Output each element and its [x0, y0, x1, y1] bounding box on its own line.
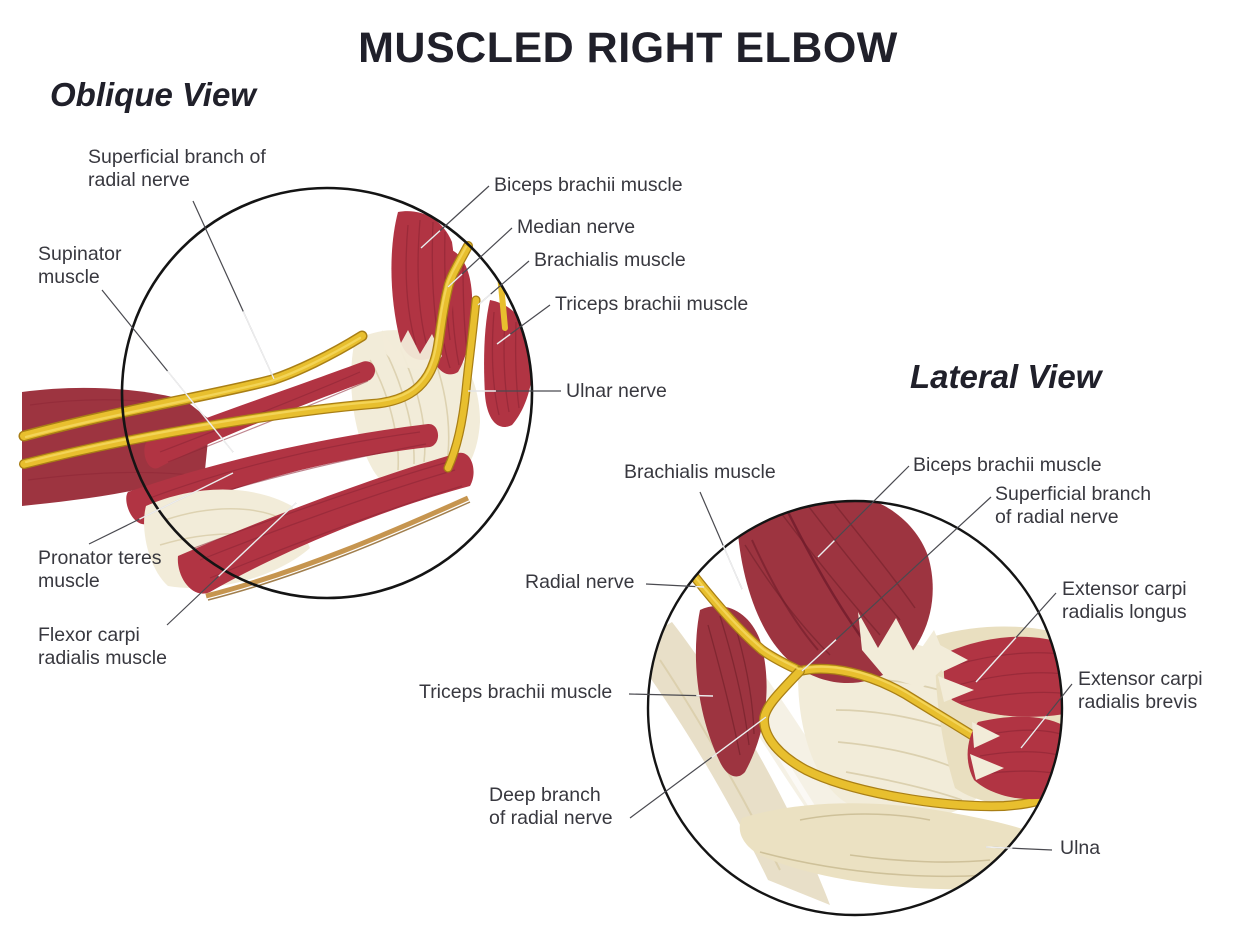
label-line: muscle: [38, 266, 100, 288]
oblique-flexor-carpi-radialis-muscle: [177, 452, 474, 594]
label-line: Extensor carpi: [1078, 668, 1203, 690]
label-line: Triceps brachii muscle: [419, 681, 613, 703]
lateral-label-ulna: Ulna: [1060, 837, 1100, 860]
label-line: Ulna: [1060, 837, 1101, 859]
label-line: Ulnar nerve: [566, 380, 667, 402]
label-line: Flexor carpi: [38, 624, 140, 646]
lateral-deep-branch: [760, 667, 1062, 810]
label-line: muscle: [38, 570, 100, 592]
lateral-label-biceps-brachii-muscle: Biceps brachii muscle: [913, 454, 1102, 477]
lateral-extensor-longus-muscle: [943, 636, 1062, 717]
oblique-label-biceps-brachii-muscle: Biceps brachii muscle: [494, 174, 683, 197]
label-line: Radial nerve: [525, 571, 635, 593]
lateral-view-photo: [646, 499, 1064, 917]
label-line: of radial nerve: [995, 506, 1119, 528]
oblique-nerves: [18, 241, 481, 473]
oblique-leader-tip-median-nerve: [447, 273, 463, 288]
oblique-median-nerve: [20, 242, 472, 468]
lateral-leader-tip-superficial-branch-of-radial-nerve: [801, 639, 837, 672]
lateral-label-brachialis-muscle: Brachialis muscle: [624, 461, 776, 484]
label-line: Superficial branch: [995, 483, 1152, 505]
label-line: Brachialis muscle: [534, 249, 686, 271]
label-line: Superficial branch of: [88, 146, 266, 168]
lateral-brachialis-biceps-muscles: [737, 501, 933, 684]
label-line: radial nerve: [88, 169, 190, 191]
label-line: Biceps brachii muscle: [913, 454, 1102, 476]
oblique-label-brachialis-muscle: Brachialis muscle: [534, 249, 686, 272]
lateral-leader-tip-deep-branch-of-radial-nerve: [711, 716, 767, 758]
oblique-leader-tip-pronator-teres-muscle: [139, 472, 234, 520]
oblique-leader-tip-flexor-carpi-radialis-muscle: [218, 502, 297, 577]
label-line: Brachialis muscle: [624, 461, 776, 483]
label-line: Triceps brachii muscle: [555, 293, 749, 315]
lateral-triceps-muscle: [695, 605, 767, 777]
oblique-leader-tip-biceps-brachii-muscle: [420, 230, 441, 249]
oblique-circle-outline: [120, 186, 534, 600]
oblique-label-median-nerve: Median nerve: [517, 216, 635, 239]
lateral-leader-tip-brachialis-muscle: [722, 545, 743, 590]
oblique-ulnar-nerve: [444, 296, 480, 472]
oblique-leader-tip-triceps-brachii-muscle: [496, 333, 511, 345]
label-line: radialis longus: [1062, 601, 1187, 623]
oblique-leader-tip-supinator-muscle: [166, 370, 234, 453]
label-line: radialis muscle: [38, 647, 167, 669]
label-line: Pronator teres: [38, 547, 162, 569]
oblique-leader-tip-superficial-branch-of-radial-nerve: [242, 311, 275, 380]
lateral-leader-tip-extensor-carpi-radialis-longus: [975, 637, 1017, 683]
oblique-label-triceps-brachii-muscle: Triceps brachii muscle: [555, 293, 748, 316]
oblique-view-title: Oblique View: [50, 76, 256, 113]
lateral-view-title: Lateral View: [910, 358, 1102, 395]
label-line: Extensor carpi: [1062, 578, 1187, 600]
oblique-label-ulnar-nerve: Ulnar nerve: [566, 380, 667, 403]
label-line: Supinator: [38, 243, 122, 265]
lateral-label-triceps-brachii-muscle: Triceps brachii muscle: [419, 681, 612, 704]
lateral-leader-radial-nerve: [645, 583, 705, 588]
lateral-leader-tip-extensor-carpi-radialis-brevis: [1020, 715, 1048, 749]
page-title: MUSCLED RIGHT ELBOW: [358, 24, 898, 72]
lateral-circle-outline: [646, 499, 1064, 917]
lateral-label-radial-nerve: Radial nerve: [525, 571, 634, 594]
oblique-view-photo: [18, 186, 534, 601]
oblique-leader-tip-brachialis-muscle: [477, 293, 492, 306]
lateral-leader-tip-biceps-brachii-muscle: [817, 540, 835, 558]
lateral-leader-tip-ulna: [985, 846, 1013, 849]
oblique-triceps-muscle: [484, 300, 532, 427]
label-line: radialis brevis: [1078, 691, 1198, 713]
lateral-radial-nerve-tree: [683, 563, 1062, 812]
label-line: of radial nerve: [489, 807, 613, 829]
leader-lines: [88, 185, 1073, 851]
label-line: Median nerve: [517, 216, 636, 238]
label-line: Deep branch: [489, 784, 601, 806]
label-line: Biceps brachii muscle: [494, 174, 683, 196]
